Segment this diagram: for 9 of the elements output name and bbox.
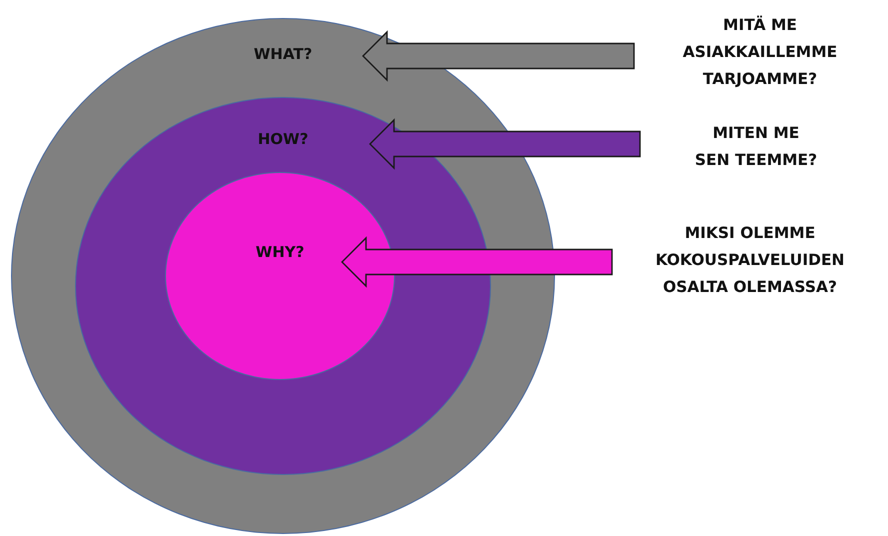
block-arrow bbox=[362, 30, 635, 82]
ring-label: WHAT? bbox=[252, 45, 314, 63]
ring-label: WHY? bbox=[254, 243, 306, 261]
ring-label: HOW? bbox=[256, 130, 310, 148]
question-text: MITÄ ME ASIAKKAILLEMME TARJOAMME? bbox=[634, 8, 886, 96]
block-arrow bbox=[341, 236, 613, 288]
block-arrow bbox=[369, 118, 641, 170]
question-text: MITEN ME SEN TEEMME? bbox=[640, 118, 872, 176]
question-text: MIKSI OLEMME KOKOUSPALVELUIDEN OSALTA OLEMASSA? bbox=[612, 216, 888, 304]
